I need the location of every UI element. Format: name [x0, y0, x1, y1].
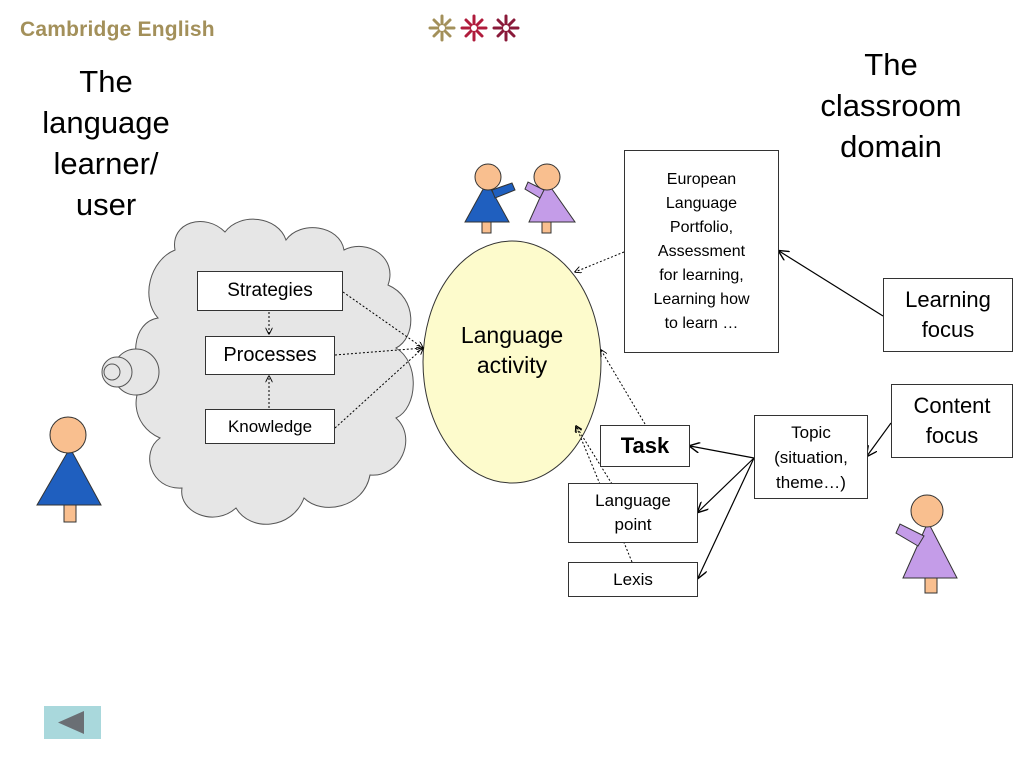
heading-classroom-line: The — [864, 47, 918, 82]
back-button[interactable] — [44, 706, 101, 739]
language-activity-label: Language activity — [430, 320, 594, 380]
back-arrow-icon — [58, 711, 84, 734]
portfolio-line: European — [666, 170, 737, 188]
portfolio-box: European Language Portfolio, Assessment … — [624, 150, 779, 353]
portfolio-line: Learning how — [653, 290, 750, 308]
heading-classroom-line: classroom — [820, 88, 962, 123]
language-activity-line: activity — [476, 352, 548, 378]
language-activity-oval — [422, 240, 602, 484]
topic-to-language-point-arrow — [698, 457, 755, 512]
pair-learner-purple-icon — [524, 163, 576, 234]
heading-learner-line: language — [42, 105, 170, 140]
knowledge-label: Knowledge — [227, 416, 313, 436]
topic-box: Topic (situation, theme…) — [754, 415, 868, 499]
portfolio-to-activity-arrow — [575, 251, 625, 272]
learning-focus-box: Learning focus — [883, 278, 1013, 352]
heading-classroom-line: domain — [840, 129, 942, 164]
heading-learner-line: user — [75, 187, 137, 222]
lexis-box: Lexis — [568, 562, 698, 597]
teacher-figure-icon — [895, 494, 958, 594]
content-focus-to-topic-arrow — [867, 422, 892, 456]
pair-learner-blue-icon — [464, 163, 516, 234]
strategies-to-activity-arrow — [342, 291, 423, 348]
content-focus-line: Content — [913, 393, 991, 418]
content-focus-line: focus — [925, 423, 979, 448]
learning-focus-line: focus — [921, 317, 975, 342]
portfolio-line: for learning, — [659, 266, 744, 284]
portfolio-line: Assessment — [657, 242, 746, 260]
strategies-label: Strategies — [227, 280, 313, 301]
processes-box: Processes — [205, 336, 335, 375]
topic-to-task-arrow — [690, 446, 755, 459]
topic-line: Topic — [791, 422, 831, 442]
heading-learner-line: The — [79, 64, 133, 99]
language-point-line: Language — [595, 491, 671, 510]
topic-to-lexis-arrow — [698, 457, 755, 578]
strategies-box: Strategies — [197, 271, 343, 311]
language-activity-line: Language — [460, 322, 564, 348]
knowledge-box: Knowledge — [205, 409, 335, 444]
learner-figure-icon — [36, 416, 102, 523]
heading-learner-line: learner/ — [53, 146, 159, 181]
thought-bubbles — [101, 348, 160, 396]
portfolio-line: Language — [665, 194, 738, 212]
logo-ornament-icon — [428, 12, 520, 44]
topic-line: (situation, — [774, 447, 848, 467]
processes-label: Processes — [223, 344, 317, 366]
topic-line: theme…) — [776, 472, 846, 492]
processes-to-activity-arrow — [334, 348, 423, 356]
heading-classroom: The classroom domain — [800, 44, 982, 167]
content-focus-box: Content focus — [891, 384, 1013, 458]
brand-logo-text: Cambridge English — [20, 18, 215, 41]
lexis-label: Lexis — [613, 569, 653, 589]
portfolio-line: Portfolio, — [669, 218, 734, 236]
task-to-activity-arrow — [601, 350, 646, 425]
language-point-box: Language point — [568, 483, 698, 543]
language-point-to-activity-arrow — [576, 426, 613, 485]
portfolio-line: to learn … — [664, 314, 739, 332]
task-box: Task — [600, 425, 690, 467]
learning-focus-line: Learning — [905, 287, 991, 312]
language-point-line: point — [614, 515, 652, 534]
heading-learner: The language learner/ user — [26, 61, 186, 225]
task-label: Task — [620, 433, 670, 458]
learning-focus-to-portfolio-arrow — [779, 251, 884, 317]
